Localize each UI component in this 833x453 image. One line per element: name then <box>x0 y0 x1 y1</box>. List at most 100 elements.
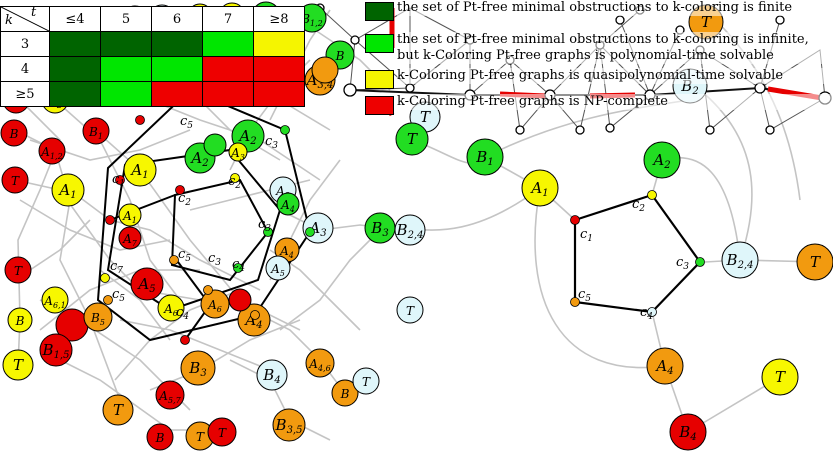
l-b-3-label: B <box>15 314 25 328</box>
left-dot-4 <box>100 273 110 283</box>
left-dot-10 <box>280 125 290 135</box>
left-c4b: c4 <box>176 305 189 322</box>
l-bg-label: B <box>335 49 345 63</box>
left-dot-2 <box>230 173 240 183</box>
cell-2-0 <box>49 81 101 107</box>
cell-2-3 <box>202 81 254 107</box>
l-b-4 <box>146 423 174 451</box>
col-header-3: 7 <box>202 6 254 32</box>
right-node-t-r-label: T <box>810 253 821 271</box>
col-header-1: 5 <box>100 6 152 32</box>
right-node-t-r <box>796 243 833 281</box>
legend-swatch-finite <box>365 2 394 21</box>
right-pentagon <box>573 193 702 314</box>
l-a61 <box>41 286 69 314</box>
c2-dot <box>647 190 657 200</box>
c5-label: c5 <box>578 287 591 304</box>
l-a12 <box>38 137 66 165</box>
l-a1 <box>51 173 85 207</box>
cell-1-1 <box>100 56 152 82</box>
l-a4 <box>237 303 271 337</box>
l-a46 <box>305 348 335 378</box>
left-c7: c7 <box>110 259 123 276</box>
l-t3 <box>2 349 34 381</box>
l-a5b <box>265 255 291 281</box>
right-node-t-lb-label: T <box>420 108 431 126</box>
l-b-5 <box>331 379 359 407</box>
left-dot-9 <box>180 335 190 345</box>
left-dot-6 <box>169 255 179 265</box>
c4-dot <box>647 307 657 317</box>
left-dot-11 <box>305 227 315 237</box>
left-c4: c4 <box>232 257 245 274</box>
left-dot-1 <box>175 185 185 195</box>
l-a6b <box>157 294 185 322</box>
l-b5 <box>83 302 113 332</box>
legend: the set of Pt-free minimal obstructions … <box>365 0 833 120</box>
l-t6 <box>207 417 237 447</box>
left-dot-0 <box>115 175 125 185</box>
l-b1 <box>82 117 110 145</box>
l-t <box>1 166 29 194</box>
right-node-t-br-label: T <box>775 368 786 386</box>
corner-t-label: t <box>31 5 37 20</box>
l-t2 <box>4 256 32 284</box>
legend-text-npc: k-Coloring Pt-free graphs is NP-complete <box>397 94 833 110</box>
l-a1b <box>123 153 157 187</box>
cell-0-4 <box>253 31 305 57</box>
l-red2 <box>228 288 252 312</box>
left-c2b: c2 <box>178 191 191 208</box>
right-node-t-top-label: T <box>701 13 712 31</box>
row-header-1: 4 <box>0 56 50 82</box>
l-t2-label: T <box>14 264 23 278</box>
c2-label: c2 <box>632 197 645 214</box>
l-b-2-label: B <box>9 127 19 141</box>
row-header-2: ≥5 <box>0 81 50 107</box>
right-node-t-l-label: T <box>407 130 418 148</box>
c1-label: c1 <box>580 227 593 244</box>
l-t7 <box>352 367 380 395</box>
legend-swatch-infinite <box>365 34 394 53</box>
corner-k-label: k <box>5 13 13 28</box>
l-t4-label: T <box>113 401 124 419</box>
right-node-b1 <box>466 138 504 176</box>
l-t-label: T <box>11 174 20 188</box>
cell-0-0 <box>49 31 101 57</box>
cell-1-0 <box>49 56 101 82</box>
l-t7-label: T <box>362 375 371 389</box>
cell-0-2 <box>151 31 203 57</box>
c1-dot <box>570 215 580 225</box>
l-b4 <box>256 359 288 391</box>
left-c3b: c3 <box>258 217 271 234</box>
l-t3-label: T <box>13 356 24 374</box>
l-a6 <box>200 289 230 319</box>
left-dot-3 <box>105 215 115 225</box>
l-b-3 <box>7 307 33 333</box>
row-header-0: 3 <box>0 31 50 57</box>
col-header-4: ≥8 <box>253 6 305 32</box>
l-b-4-label: B <box>155 431 165 445</box>
cell-1-3 <box>202 56 254 82</box>
right-node-t-br <box>761 358 799 396</box>
l-a1c <box>118 203 142 227</box>
c5-dot <box>570 297 580 307</box>
left-dot-14 <box>203 285 213 295</box>
cell-2-1 <box>100 81 152 107</box>
left-dot-13 <box>135 115 145 125</box>
cell-2-2 <box>151 81 203 107</box>
legend-swatch-quasipoly <box>365 70 394 89</box>
l-b-5-label: B <box>340 387 350 401</box>
left-dot-5 <box>103 295 113 305</box>
legend-text-quasipoly: k-Coloring Pt-free graphs is quasipolyno… <box>397 68 833 84</box>
col-header-2: 6 <box>151 6 203 32</box>
l-b24 <box>394 214 426 246</box>
l-o <box>311 56 339 84</box>
l-a4g <box>276 192 300 216</box>
l-b-2 <box>0 119 28 147</box>
right-node-b24 <box>721 241 759 279</box>
c3-dot <box>695 257 705 267</box>
l-b3 <box>180 350 216 386</box>
right-node-b4 <box>669 413 707 451</box>
